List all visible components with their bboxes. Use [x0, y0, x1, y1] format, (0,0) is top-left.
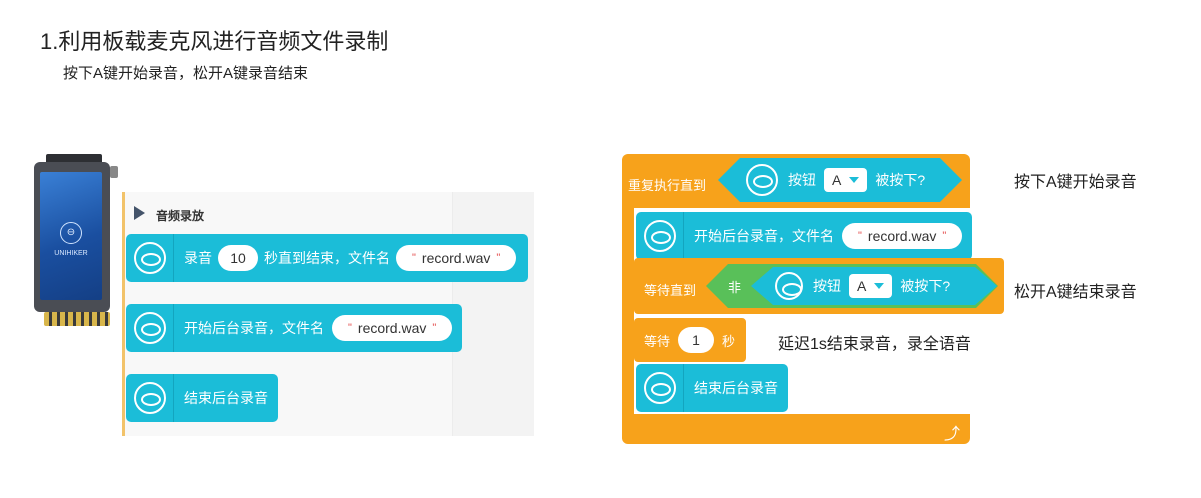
- record-until-label: 秒直到结束，文件名: [264, 250, 390, 266]
- wait-seconds-input[interactable]: 1: [678, 327, 715, 353]
- bg-record-stop-block[interactable]: 结束后台录音: [636, 364, 788, 412]
- workspace-grid: [452, 192, 534, 436]
- microphone-icon: [643, 372, 676, 404]
- not-condition[interactable]: 非 按钮 A 被按下?: [706, 264, 998, 308]
- button-icon: [775, 272, 803, 300]
- device-pins: [44, 312, 110, 326]
- bg-record-start-label: 开始后台录音，文件名: [184, 320, 324, 336]
- program-bg-stop-label: 结束后台录音: [694, 380, 778, 396]
- bg-record-filename-text: record.wav: [357, 320, 427, 336]
- record-seconds-block[interactable]: 录音 10 秒直到结束，文件名 "record.wav": [126, 234, 528, 282]
- button-label: 按钮: [813, 278, 842, 294]
- device-brand: UNIHIKER: [54, 250, 88, 257]
- palette-bg-record-start-block[interactable]: 开始后台录音，文件名 "record.wav": [126, 304, 462, 352]
- device-screen: ⊖ UNIHIKER: [40, 172, 102, 300]
- button-select[interactable]: A: [849, 274, 892, 298]
- record-filename-input[interactable]: "record.wav": [396, 245, 517, 271]
- device-image: ⊖ UNIHIKER: [28, 152, 120, 330]
- microphone-icon: [133, 312, 166, 344]
- button-pressed-condition[interactable]: 按钮 A 被按下?: [718, 158, 962, 202]
- palette-divider: [122, 192, 125, 436]
- button-label: 按钮: [788, 172, 816, 188]
- button-pressed-condition-inner[interactable]: 按钮 A 被按下?: [751, 267, 997, 305]
- program-filename-input[interactable]: "record.wav": [842, 223, 963, 249]
- record-filename-text: record.wav: [421, 250, 491, 266]
- bg-record-filename-input[interactable]: "record.wav": [332, 315, 453, 341]
- note-press: 按下A键开始录音: [1014, 174, 1137, 191]
- palette-bg-record-stop-block[interactable]: 结束后台录音: [126, 374, 278, 422]
- wait-label: 等待: [644, 333, 671, 349]
- microphone-icon: [133, 242, 166, 274]
- bg-record-stop-label: 结束后台录音: [184, 390, 268, 406]
- repeat-until-label: 重复执行直到: [628, 178, 707, 193]
- microphone-icon: [643, 220, 676, 252]
- chevron-down-icon: [874, 283, 884, 289]
- button-icon: [746, 164, 778, 196]
- page-title: 1.利用板载麦克风进行音频文件录制: [40, 29, 389, 54]
- category-arrow-icon[interactable]: [134, 206, 145, 220]
- program-filename-text: record.wav: [867, 228, 937, 244]
- device-topbar: [46, 154, 102, 164]
- wait-until-label: 等待直到: [644, 283, 697, 298]
- seconds-label: 秒: [722, 333, 736, 349]
- note-delay: 延迟1s结束录音，录全语音: [778, 336, 971, 353]
- bg-record-start-block[interactable]: 开始后台录音，文件名 "record.wav": [636, 212, 972, 260]
- page-subtitle: 按下A键开始录音，松开A键录音结束: [63, 65, 309, 82]
- microphone-icon: [133, 382, 166, 414]
- chevron-down-icon: [849, 177, 859, 183]
- device-knob: [110, 166, 118, 178]
- device-logo-icon: ⊖: [60, 222, 82, 244]
- pressed-label: 被按下?: [875, 172, 926, 188]
- category-label: 音频录放: [156, 209, 205, 223]
- not-label: 非: [728, 279, 742, 295]
- record-label: 录音: [184, 250, 212, 266]
- record-seconds-input[interactable]: 10: [218, 245, 258, 271]
- pressed-label: 被按下?: [900, 278, 951, 294]
- wait-seconds-block[interactable]: 等待 1 秒: [634, 318, 746, 362]
- note-release: 松开A键结束录音: [1014, 284, 1137, 301]
- program-bg-start-label: 开始后台录音，文件名: [694, 228, 834, 244]
- loop-arrow-icon: ⤴: [944, 426, 961, 443]
- button-select[interactable]: A: [824, 168, 867, 192]
